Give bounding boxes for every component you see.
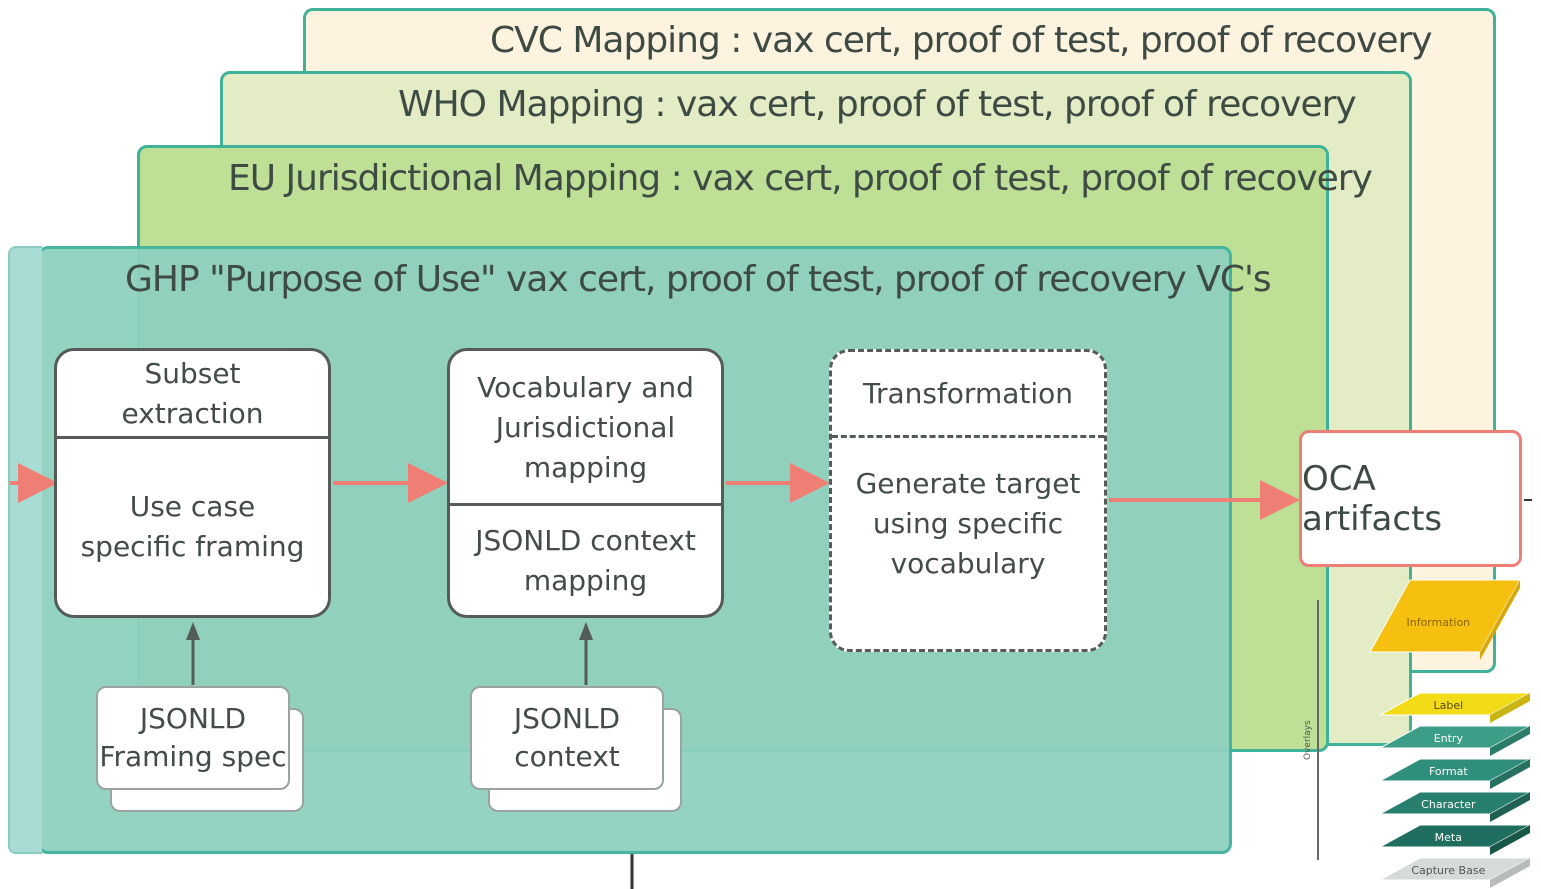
- oca-stack-layer-side: [1490, 693, 1530, 723]
- arrowhead-context: [579, 622, 593, 640]
- transformation-divider: [832, 435, 1104, 438]
- oca-stack-layer-side: [1490, 726, 1530, 756]
- jsonld-framing-spec-label: JSONLD Framing spec: [96, 686, 290, 790]
- oca-stack-layer-side: [1480, 580, 1520, 660]
- transformation-box: Transformation Generate target using spe…: [829, 349, 1107, 652]
- oca-stack-layer-label: Information: [1406, 616, 1470, 629]
- oca-stack-layer-label: Capture Base: [1411, 864, 1485, 877]
- eu-mapping-title: EU Jurisdictional Mapping : vax cert, pr…: [228, 158, 1373, 199]
- transformation-title: Transformation: [862, 377, 1074, 410]
- oca-stack-layer-label: Format: [1429, 765, 1468, 778]
- oca-stack-layer-label: Character: [1421, 798, 1476, 811]
- subset-divider: [57, 436, 328, 439]
- oca-stack-layer-label: Entry: [1434, 732, 1464, 745]
- vocab-divider: [450, 503, 721, 506]
- generate-target-text: Generate target using specific vocabular…: [855, 466, 1081, 580]
- arrowhead-framing: [186, 622, 200, 640]
- oca-stack-layer-label: Label: [1433, 699, 1463, 712]
- oca-stack-layer-label: Meta: [1435, 831, 1462, 844]
- overlays-side-label: Overlays: [1303, 720, 1313, 760]
- jsonld-context-doc: JSONLD context: [470, 686, 682, 812]
- vocabulary-mapping-title: Vocabulary and Jurisdictional mapping: [477, 370, 694, 484]
- oca-stack-layer-side: [1490, 759, 1530, 789]
- oca-artifacts-box: OCA artifacts: [1299, 430, 1522, 567]
- cvc-mapping-title: CVC Mapping : vax cert, proof of test, p…: [490, 20, 1433, 61]
- ghp-purpose-title: GHP "Purpose of Use" vax cert, proof of …: [125, 259, 1272, 300]
- vocabulary-mapping-box: Vocabulary and Jurisdictional mapping JS…: [447, 348, 724, 618]
- jsonld-framing-spec-doc: JSONLD Framing spec: [96, 686, 304, 812]
- oca-stack-layer-side: [1490, 858, 1530, 888]
- jsonld-context-label: JSONLD context: [470, 686, 664, 790]
- who-mapping-title: WHO Mapping : vax cert, proof of test, p…: [398, 84, 1357, 125]
- oca-layer-stack: Capture Base Meta Character Format Entry Labe…: [1303, 579, 1531, 888]
- oca-stack-layer-side: [1490, 825, 1530, 855]
- left-edge-layer: [8, 246, 42, 854]
- use-case-framing-text: Use case specific framing: [80, 490, 305, 563]
- subset-extraction-title: Subset extraction: [121, 357, 264, 430]
- oca-stack-layer-side: [1490, 792, 1530, 822]
- subset-extraction-box: Subset extraction Use case specific fram…: [54, 348, 331, 618]
- jsonld-context-mapping-text: JSONLD context mapping: [475, 523, 696, 597]
